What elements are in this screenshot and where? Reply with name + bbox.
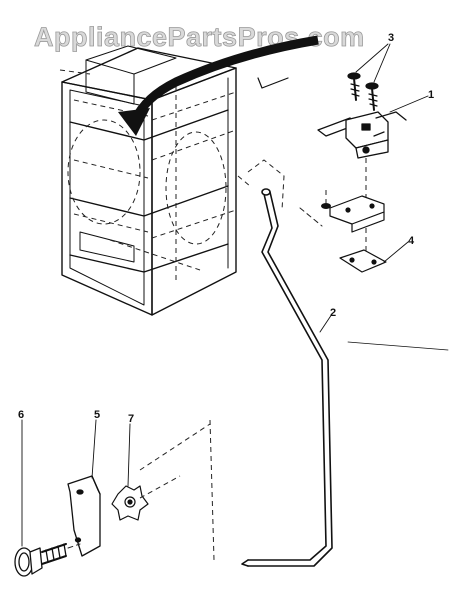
bolt-part-6 (14, 543, 81, 577)
callout-4: 4 (408, 235, 415, 247)
rod-hidden-lines (139, 159, 285, 561)
switch-bracket (299, 195, 385, 233)
screw-part-3b (365, 82, 379, 111)
callout-1: 1 (428, 89, 434, 101)
location-arrow (118, 35, 319, 136)
plate-part-4 (339, 249, 387, 273)
callout-2: 2 (330, 307, 336, 319)
callout-3: 3 (388, 32, 394, 44)
leader-7 (127, 423, 131, 487)
bracket-part-5 (67, 475, 101, 557)
nut-part-7 (111, 485, 149, 521)
leader-5 (91, 419, 97, 479)
callout-7: 7 (128, 413, 134, 425)
callout-5: 5 (94, 409, 100, 421)
rod-part-2 (241, 188, 333, 567)
screw-part-3a (347, 72, 361, 101)
clip-nut (321, 203, 331, 209)
leader-4 (383, 241, 409, 263)
leader-1 (389, 95, 429, 113)
leader-3b (373, 43, 391, 83)
switch-part-1 (317, 111, 407, 159)
leader-3a (355, 43, 389, 73)
leader-2 (319, 313, 333, 333)
stray-line (347, 341, 449, 351)
nut-hidden-line (139, 475, 181, 499)
cabinet-outline (61, 45, 237, 316)
callout-6: 6 (18, 409, 24, 421)
